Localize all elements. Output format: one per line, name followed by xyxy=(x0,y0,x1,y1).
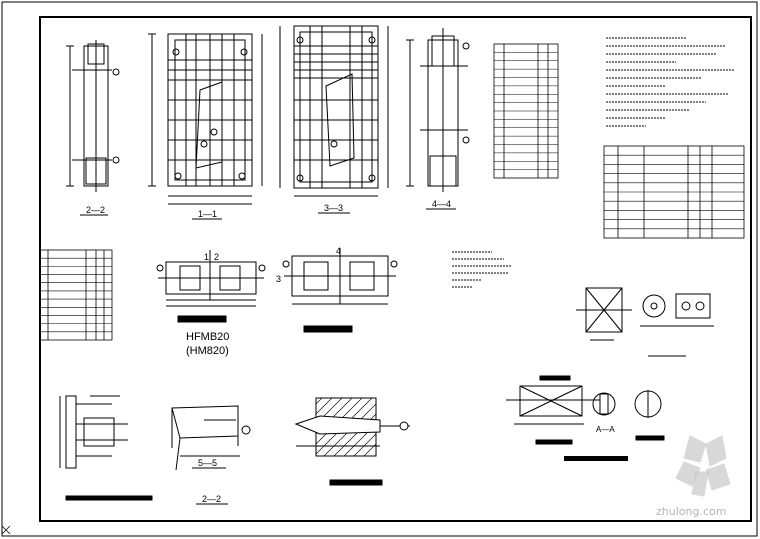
label-mark-4: 4 xyxy=(336,246,341,256)
detail-anchor-plan-2 xyxy=(282,248,398,333)
label-anchor-main: HFMB20 xyxy=(186,331,229,343)
detail-section-4-4 xyxy=(406,28,470,192)
notes-block-top-right xyxy=(606,37,734,127)
label-section-4-4: 4—4 xyxy=(432,199,451,209)
label-section-5-5: 5—5 xyxy=(198,458,217,468)
label-anchor-sub: (HM820) xyxy=(186,345,229,357)
detail-section-3-3 xyxy=(279,25,389,197)
detail-anchor-in-concrete xyxy=(294,397,410,486)
detail-anchor-plan-hfmb20 xyxy=(156,250,266,323)
rebar-schedule-rows-top xyxy=(494,52,558,170)
cad-cursor-cross-icon xyxy=(1,525,11,535)
rebar-schedule-rows-left xyxy=(40,257,112,333)
detail-anchor-plates-right xyxy=(576,287,714,357)
detail-section-5-5 xyxy=(171,405,251,471)
sheet-inner-border xyxy=(39,16,752,522)
label-section-2-2-bottom: 2—2 xyxy=(202,494,221,504)
rebar-schedule-table-left xyxy=(39,249,113,341)
label-mark-3: 3 xyxy=(276,274,281,284)
label-mark-2: 2 xyxy=(214,252,219,262)
label-section-2-2-top: 2—2 xyxy=(86,205,105,215)
label-section-1-1: 1—1 xyxy=(198,209,217,219)
detail-embedded-plate-bottom-left xyxy=(59,395,153,501)
caption-bar-assembly xyxy=(564,456,628,461)
zhulong-watermark-logo xyxy=(675,435,731,497)
label-section-a-a: A—A xyxy=(596,425,615,434)
notes-block-center xyxy=(452,251,512,288)
label-mark-1: 1 xyxy=(204,252,209,262)
label-section-3-3: 3—3 xyxy=(324,203,343,213)
detail-anchor-assembly xyxy=(506,375,665,445)
detail-section-2-2-top xyxy=(66,40,120,192)
material-table-rows xyxy=(604,154,744,230)
watermark-site-text: zhulong.com xyxy=(656,505,726,518)
detail-section-1-1 xyxy=(148,33,263,205)
